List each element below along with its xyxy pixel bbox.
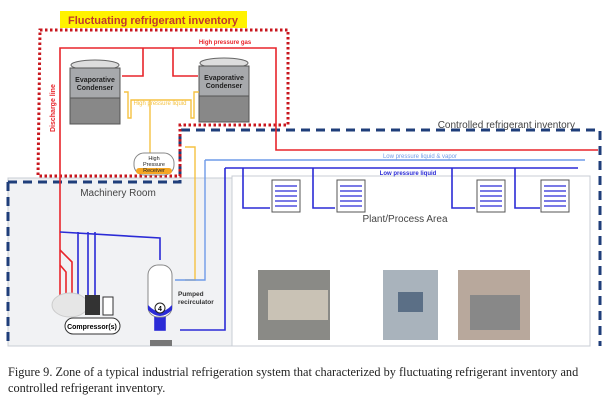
plant-area-label: Plant/Process Area — [362, 214, 447, 225]
high-pressure-receiver: High Pressure Receiver — [133, 152, 175, 176]
svg-text:High: High — [148, 156, 159, 162]
controlled-zone-label: Controlled refrigerant inventory — [438, 120, 575, 131]
refrigeration-zone-diagram: Fluctuating refrigerant inventory Contro… — [6, 11, 602, 347]
svg-text:Compressor(s): Compressor(s) — [67, 324, 117, 331]
svg-text:Evaporative: Evaporative — [204, 75, 244, 82]
machinery-room-label: Machinery Room — [80, 188, 156, 199]
low-pressure-vapor-line — [175, 159, 585, 281]
evaporative-condenser-1: Evaporative Condenser — [69, 59, 121, 125]
fluctuating-zone-boundary — [36, 28, 290, 178]
pumped-recirculator-label-1: Pumped — [178, 291, 204, 298]
low-pressure-liquid-vapor-label: Low pressure liquid & vapor — [383, 154, 457, 160]
low-pressure-liquid-label: Low pressure liquid — [380, 171, 437, 177]
machinery-room-area — [7, 177, 233, 347]
high-pressure-gas-label: High pressure gas — [199, 40, 252, 46]
evaporator-tubes — [275, 185, 566, 207]
svg-text:Condenser: Condenser — [206, 83, 243, 90]
fluctuating-label-bg — [60, 11, 247, 28]
pumped-recirculator: 4 — [147, 264, 173, 346]
plant-photos — [258, 270, 530, 340]
svg-text:Receiver: Receiver — [143, 168, 165, 174]
compressors: Compressor(s) — [51, 292, 121, 335]
svg-text:Evaporative: Evaporative — [75, 77, 115, 84]
discharge-line-label: Discharge line — [50, 84, 57, 132]
pumped-recirculator-label-2: recirculator — [178, 299, 214, 306]
low-pressure-liquid-line — [59, 167, 578, 331]
svg-text:Condenser: Condenser — [77, 85, 114, 92]
svg-text:4: 4 — [158, 306, 162, 313]
high-pressure-liquid-label: High pressure liquid — [133, 101, 186, 107]
evaporative-condenser-2: Evaporative Condenser — [198, 57, 250, 123]
fluctuating-zone-label: Fluctuating refrigerant inventory — [68, 15, 239, 27]
svg-text:Pressure: Pressure — [143, 162, 165, 168]
figure-caption: Figure 9. Zone of a typical industrial r… — [8, 365, 579, 395]
